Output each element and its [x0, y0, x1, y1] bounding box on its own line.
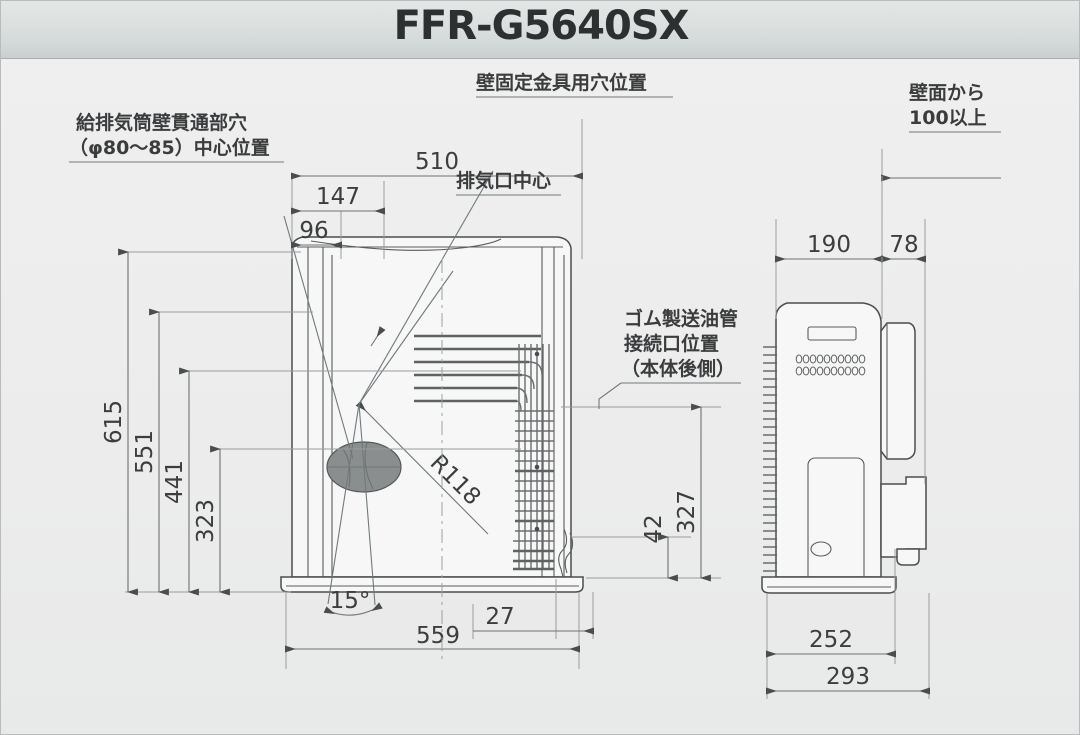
dim-327-label: 327: [674, 490, 700, 534]
annotation-oil-pipe-line1: ゴム製送油管: [624, 307, 738, 330]
annotation-wall-bracket-line1: 壁固定金具用穴位置: [476, 71, 647, 94]
side-base-plinth: [761, 576, 897, 594]
dim-510-label: 510: [415, 149, 459, 175]
annotation-exhaust-center-line1: 排気口中心: [456, 169, 551, 192]
front-louvre-fins-upper: [414, 334, 541, 403]
annotation-exhaust-center: 排気口中心: [456, 169, 561, 196]
side-oil-connector-box: [880, 476, 927, 558]
dim-615-label: 615: [101, 400, 127, 444]
leader-to-bracket-hole: [358, 170, 494, 405]
dim-559-label: 559: [416, 623, 460, 649]
technical-drawing-svg: R118 15°: [69, 71, 1001, 699]
front-top-curve: [310, 238, 502, 251]
dim-15deg-label: 15°: [330, 588, 371, 614]
front-right-dimensions: 42 327: [561, 403, 721, 582]
front-left-dimensions: 615 551 441 323: [101, 248, 521, 596]
side-vent-perforations: [795, 354, 866, 376]
side-top-slot: [807, 326, 857, 341]
dim-323-label: 323: [193, 499, 219, 543]
annotation-wall-bracket: 壁固定金具用穴位置: [476, 71, 673, 98]
front-top-dimensions: 510 147 96: [290, 119, 584, 259]
front-louvre-grid: [513, 410, 554, 571]
side-door-handle: [810, 541, 832, 557]
dim-27-label: 27: [485, 604, 514, 630]
side-view: [761, 302, 927, 594]
arrow-exhaust-top: [370, 326, 386, 347]
annotation-flue-hole-line2: （φ80〜85）中心位置: [69, 136, 270, 159]
angle-15-indicator: 15°: [323, 403, 383, 616]
annotation-oil-pipe-line2: 接続口位置: [624, 332, 719, 355]
side-oil-nipple: [896, 548, 920, 566]
side-bottom-dimensions: 252 293: [765, 549, 931, 699]
annotation-wall-clearance-line2: 100以上: [909, 107, 987, 129]
dim-96-label: 96: [299, 218, 328, 244]
front-indicator-dot-1: [534, 351, 540, 357]
front-view: R118 15°: [280, 170, 584, 616]
dim-441-label: 441: [162, 460, 188, 504]
dim-78-label: 78: [889, 232, 918, 258]
side-edge-fins: [763, 346, 777, 572]
oil-pipe-hook: [558, 528, 568, 578]
dim-42-label: 42: [641, 514, 667, 543]
side-cabinet-outline: [775, 302, 882, 578]
dim-252-label: 252: [809, 627, 853, 653]
front-indicator-dot-2: [534, 464, 540, 470]
title-bar: FFR-G5640SX: [1, 1, 1079, 59]
drawing-canvas: R118 15°: [1, 59, 1079, 734]
front-cabinet-outline: [291, 236, 572, 578]
annotation-wall-clearance: 壁面から 100以上: [909, 81, 1001, 133]
annotation-oil-pipe-line3: （本体後側）: [621, 357, 735, 380]
annotation-wall-clearance-line1: 壁面から: [909, 81, 985, 104]
oil-pipe-hook-2: [564, 532, 574, 574]
leader-to-exhaust-center: [358, 270, 454, 405]
side-top-dimensions: 190 78: [774, 149, 1001, 484]
dim-190-label: 190: [807, 232, 851, 258]
annotation-oil-pipe: ゴム製送油管 接続口位置 （本体後側）: [598, 307, 741, 409]
page-title: FFR-G5640SX: [393, 3, 690, 49]
front-bottom-dimensions: 27 559: [284, 579, 595, 669]
annotation-flue-hole-line1: 給排気筒壁貫通部穴: [76, 111, 247, 134]
dim-293-label: 293: [826, 664, 870, 690]
front-base-plinth: [280, 576, 584, 593]
side-flue-box: [880, 322, 916, 460]
dim-147-label: 147: [316, 184, 360, 210]
leader-to-flue-note: [283, 215, 354, 460]
front-indicator-dot-3: [534, 526, 540, 532]
annotation-flue-hole: 給排気筒壁貫通部穴 （φ80〜85）中心位置: [69, 111, 284, 163]
dim-551-label: 551: [132, 430, 158, 474]
